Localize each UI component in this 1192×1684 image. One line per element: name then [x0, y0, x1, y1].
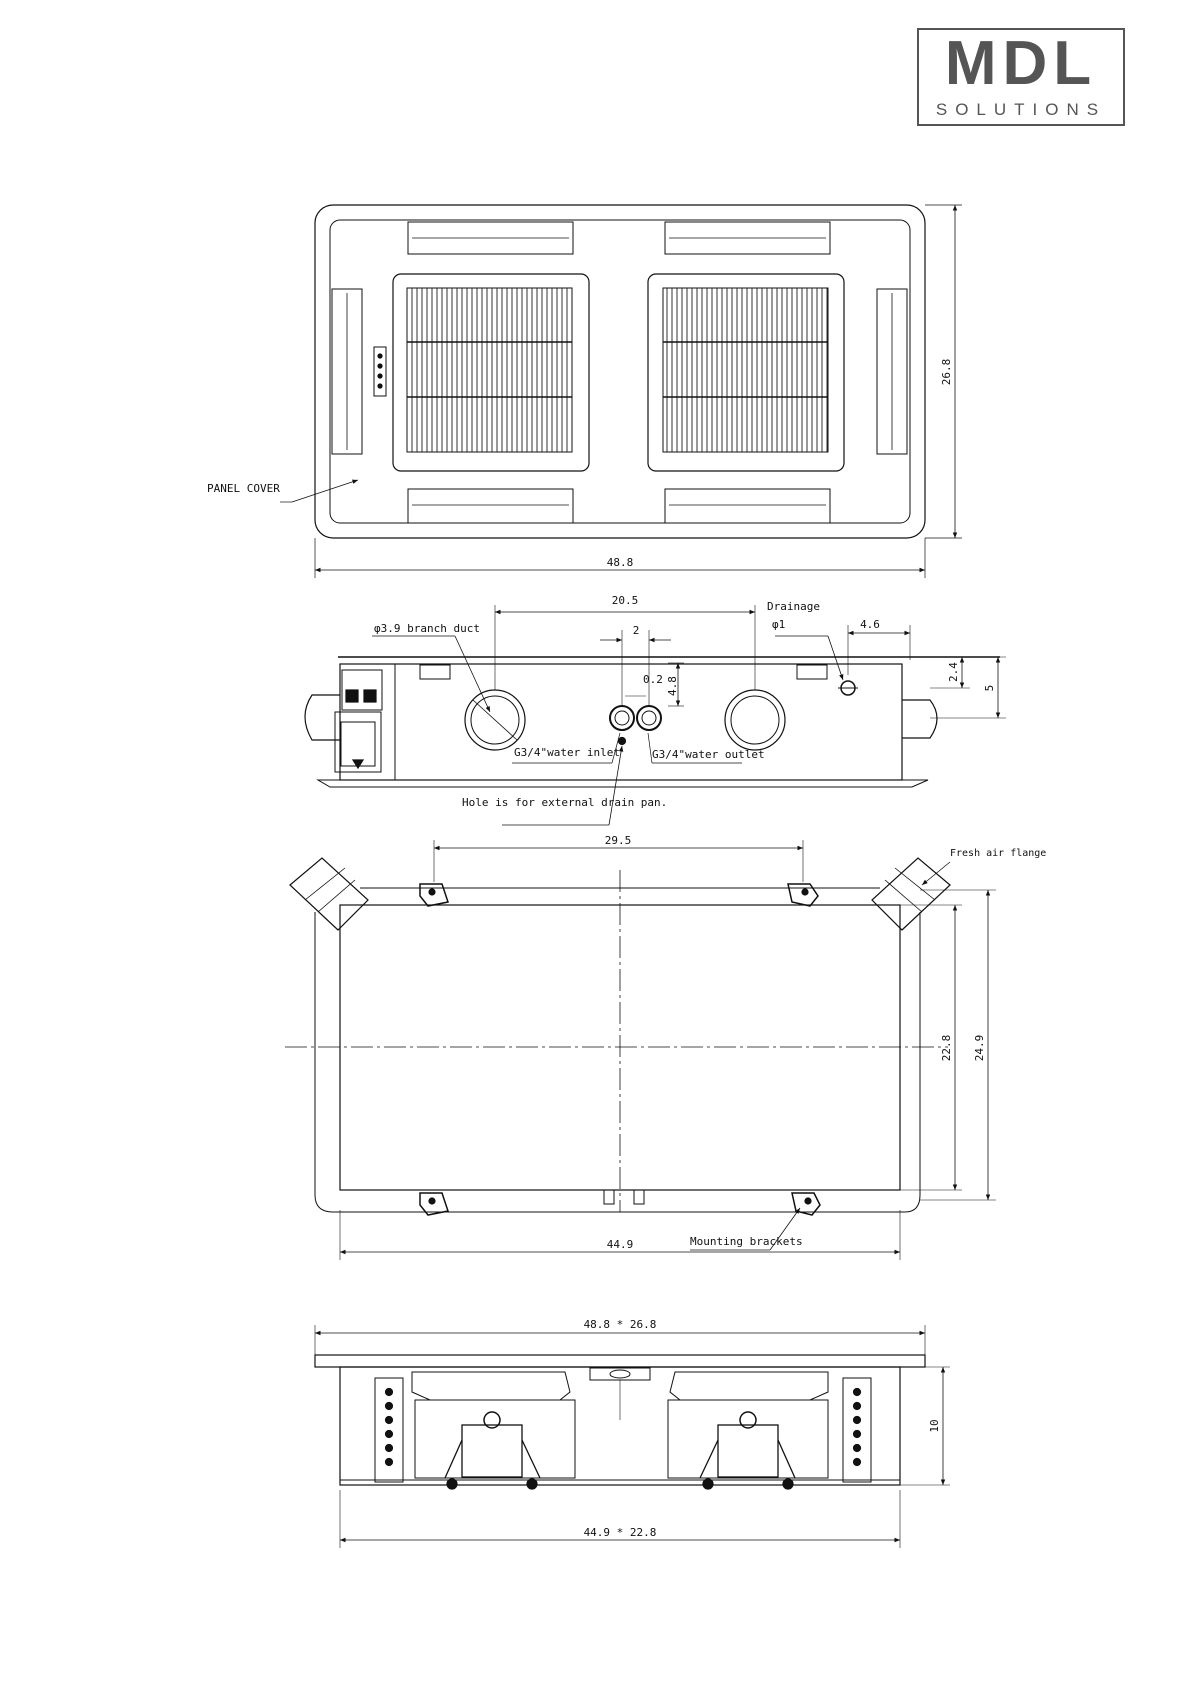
mounting-brackets-label: Mounting brackets	[690, 1235, 803, 1248]
grille-right	[663, 288, 828, 452]
drain-hole-label: Hole is for external drain pan.	[462, 796, 667, 809]
dim-panel-width: 48.8	[607, 556, 634, 569]
dim-29-5: 29.5	[605, 834, 632, 847]
unit-body	[340, 664, 902, 780]
water-outlet-label: G3/4"water outlet	[652, 748, 765, 761]
pipe-stub-2	[634, 1190, 644, 1204]
dim-20-5: 20.5	[612, 594, 639, 607]
drainage-label: Drainage	[767, 600, 820, 613]
view-plan	[285, 840, 996, 1260]
dim-4-6: 4.6	[860, 618, 880, 631]
bracket-plan-tr	[788, 884, 818, 906]
dim-panel-height: 26.8	[940, 359, 953, 386]
panel-edge	[318, 780, 928, 787]
motor-right	[718, 1425, 778, 1477]
grille-left	[407, 288, 572, 452]
right-stub	[902, 700, 937, 738]
dim-4-8: 4.8	[666, 676, 679, 696]
fresh-air-flange-left	[290, 858, 368, 930]
foot-1	[447, 1479, 457, 1489]
dim-2-4: 2.4	[947, 662, 960, 682]
view-panel-top	[280, 205, 962, 578]
dim-2: 2	[633, 624, 640, 637]
water-inlet-pipe	[610, 706, 634, 730]
bracket-plan-tl	[420, 884, 448, 906]
view-side-elevation	[305, 605, 1006, 825]
panel-cover-label: PANEL COVER	[207, 482, 280, 495]
dim-48-8x26-8: 48.8 * 26.8	[584, 1318, 657, 1331]
dim-44-9x22-8: 44.9 * 22.8	[584, 1526, 657, 1539]
pipe-stub-1	[604, 1190, 614, 1204]
vent-bottom-right	[665, 489, 830, 523]
motor-left	[462, 1425, 522, 1477]
foot-2	[527, 1479, 537, 1489]
bracket-left	[420, 665, 450, 679]
foot-3	[703, 1479, 713, 1489]
dim-24-9: 24.9	[973, 1035, 986, 1062]
dim-0-2: 0.2	[643, 673, 663, 686]
view-front-section	[315, 1325, 950, 1548]
bracket-right	[797, 665, 827, 679]
fresh-air-label: Fresh air flange	[950, 848, 1046, 859]
drainage-dia-label: φ1	[772, 618, 785, 631]
water-outlet-pipe	[637, 706, 661, 730]
water-inlet-label: G3/4"water inlet	[514, 746, 620, 759]
branch-duct-label: φ3.9 branch duct	[374, 622, 480, 635]
foot-4	[783, 1479, 793, 1489]
drain-hole	[619, 738, 626, 745]
fan-scroll-right	[670, 1372, 828, 1400]
branch-duct-right	[725, 690, 785, 750]
fan-housing-left	[415, 1400, 575, 1478]
fan-scroll-left	[412, 1372, 570, 1400]
dim-44-9: 44.9	[607, 1238, 634, 1251]
plan-outer	[315, 912, 920, 1212]
section-panel	[315, 1355, 925, 1367]
dim-22-8: 22.8	[940, 1035, 953, 1062]
vent-bottom-left	[408, 489, 573, 523]
dim-10: 10	[928, 1419, 941, 1432]
fresh-air-flange-right	[872, 858, 950, 930]
dim-5: 5	[983, 685, 996, 692]
